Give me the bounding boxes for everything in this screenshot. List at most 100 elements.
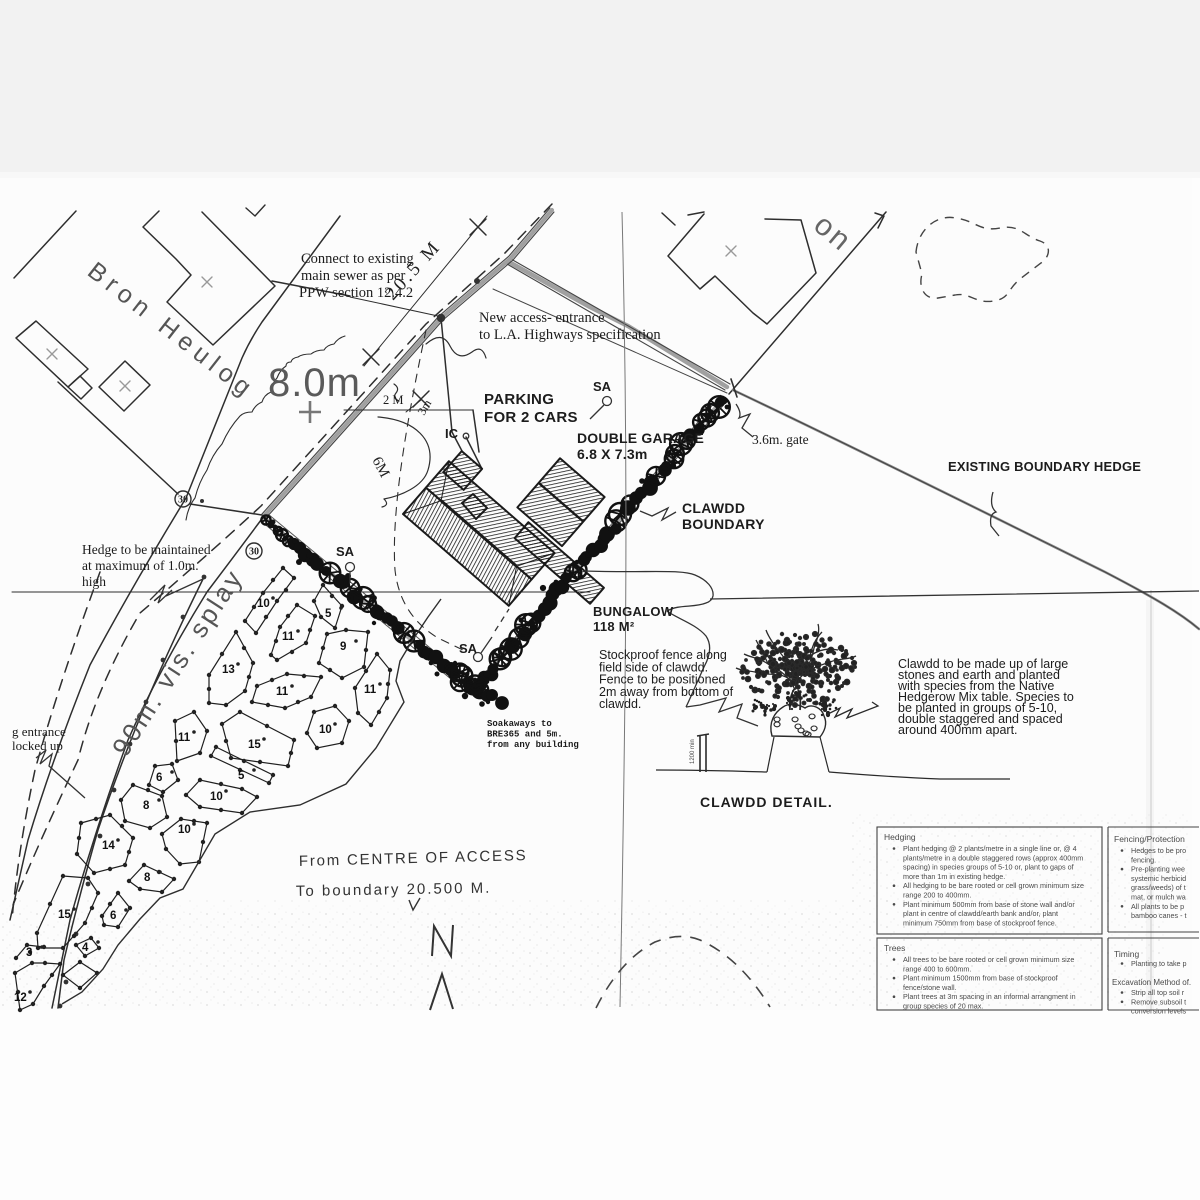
svg-text:BOUNDARY: BOUNDARY [682,516,765,532]
svg-text:4: 4 [82,942,89,954]
svg-text:group species of 20 max.: group species of 20 max. [903,1002,983,1011]
svg-text:field side of clawdd.: field side of clawdd. [599,660,708,674]
svg-text:locked up: locked up [12,738,63,753]
svg-text:fencing.: fencing. [1131,855,1156,864]
svg-text:Trees: Trees [884,943,905,953]
svg-text:mat, or mulch wa: mat, or mulch wa [1131,893,1186,902]
svg-text:high: high [82,574,106,589]
svg-text:Hedgerow Mix table. Species to: Hedgerow Mix table. Species to [898,690,1074,704]
svg-text:Fence to be positioned: Fence to be positioned [599,673,726,687]
svg-text:at maximum of 1.0m.: at maximum of 1.0m. [82,558,199,573]
svg-text:Remove subsoil t: Remove subsoil t [1131,997,1186,1006]
svg-text:6: 6 [156,772,162,784]
svg-text:to L.A. Highways specification: to L.A. Highways specification [479,327,661,343]
svg-text:3: 3 [26,947,32,959]
svg-text:g entrance: g entrance [12,724,66,739]
svg-text:Excavation Method of.: Excavation Method of. [1112,978,1191,987]
svg-text:1200 min: 1200 min [690,739,696,764]
svg-text:Plant minimum 500mm from base: Plant minimum 500mm from base of stone w… [903,900,1075,909]
svg-text:BUNGALOW: BUNGALOW [593,604,674,619]
svg-text:DOUBLE GARAGE: DOUBLE GARAGE [577,430,704,446]
svg-text:Soakaways to: Soakaways to [487,719,552,729]
svg-text:2 M: 2 M [383,393,404,407]
svg-text:SA: SA [336,544,355,559]
svg-text:Hedges to be pro: Hedges to be pro [1131,846,1186,855]
svg-text:be planted in groups of 5-10,: be planted in groups of 5-10, [898,701,1057,715]
svg-text:30: 30 [249,547,259,558]
svg-text:CLAWDD DETAIL.: CLAWDD DETAIL. [700,794,833,810]
svg-text:bamboo canes - t: bamboo canes - t [1131,911,1187,920]
svg-text:15: 15 [248,739,261,751]
svg-text:118 M²: 118 M² [593,619,635,634]
svg-text:To boundary 20.500 M.: To boundary 20.500 M. [296,880,492,900]
svg-text:Strip all top soil r: Strip all top soil r [1131,988,1185,997]
svg-text:PARKING: PARKING [484,391,554,408]
svg-text:8.0m: 8.0m [268,361,361,405]
svg-text:Connect to existing: Connect to existing [301,251,414,267]
svg-text:conversion levels: conversion levels [1131,1007,1187,1016]
svg-text:Pre-planting wee: Pre-planting wee [1131,865,1185,874]
svg-text:IC: IC [445,426,459,441]
svg-text:8: 8 [144,872,151,884]
svg-text:minimum 750mm from base of sto: minimum 750mm from base of stockproof fe… [903,918,1057,927]
svg-text:Planting to take p: Planting to take p [1131,959,1187,968]
svg-text:Plant minimum 1500mm from base: Plant minimum 1500mm from base of stockp… [903,974,1058,983]
svg-text:double staggered and spaced: double staggered and spaced [898,712,1063,726]
svg-text:Hedging: Hedging [884,832,916,842]
svg-text:11: 11 [282,631,295,643]
svg-text:15: 15 [58,909,71,921]
svg-text:11: 11 [276,686,289,698]
svg-text:10: 10 [210,791,223,803]
svg-text:10: 10 [178,824,191,836]
svg-text:range 200 to 400mm.: range 200 to 400mm. [903,891,971,900]
svg-text:SA: SA [593,379,612,394]
svg-text:3.6m. gate: 3.6m. gate [752,432,809,447]
svg-text:5: 5 [238,770,245,782]
svg-text:around 400mm apart.: around 400mm apart. [898,723,1018,737]
svg-text:fence/stone wall.: fence/stone wall. [903,983,957,992]
svg-text:11: 11 [364,684,377,696]
svg-text:CLAWDD: CLAWDD [682,500,745,516]
svg-text:SA: SA [459,641,478,656]
svg-text:New access- entrance: New access- entrance [479,310,605,326]
svg-text:grass/weeds) of t: grass/weeds) of t [1131,883,1186,892]
svg-text:3m: 3m [414,397,434,418]
svg-text:with species from the Native: with species from the Native [897,679,1054,693]
svg-text:11: 11 [178,732,191,744]
svg-text:EXISTING BOUNDARY HEDGE: EXISTING BOUNDARY HEDGE [948,459,1141,474]
svg-text:from any building: from any building [487,740,579,750]
svg-text:Clawdd to be made up of large: Clawdd to be made up of large [898,657,1068,671]
svg-text:13: 13 [222,664,235,676]
svg-text:stones and earth and planted: stones and earth and planted [898,668,1060,682]
svg-text:All plants to be p: All plants to be p [1131,902,1184,911]
svg-text:12: 12 [14,992,27,1004]
svg-text:Stockproof fence along: Stockproof fence along [599,648,727,662]
svg-text:range 400 to 600mm.: range 400 to 600mm. [903,964,971,973]
svg-text:main sewer as per: main sewer as per [301,268,405,284]
svg-text:2m away from bottom of: 2m away from bottom of [599,685,734,699]
svg-text:Fencing/Protection: Fencing/Protection [1114,834,1185,844]
svg-text:6.8 X 7.3m: 6.8 X 7.3m [577,446,648,462]
svg-text:5: 5 [325,608,332,620]
svg-text:9: 9 [340,641,346,653]
svg-text:10: 10 [319,724,332,736]
svg-text:clawdd.: clawdd. [599,697,641,711]
svg-text:14: 14 [102,840,115,852]
svg-text:All hedging to be bare rooted: All hedging to be bare rooted or cell gr… [903,881,1084,890]
svg-text:Plant hedging @ 2 plants/metre: Plant hedging @ 2 plants/metre in a sing… [903,844,1077,853]
svg-text:plant in centre of clawdd/eart: plant in centre of clawdd/earth bank and… [903,909,1058,918]
svg-text:Hedge to be maintained: Hedge to be maintained [82,542,211,557]
svg-text:30: 30 [178,495,188,506]
svg-text:FOR 2 CARS: FOR 2 CARS [484,409,578,426]
svg-text:more than 1m in existing hedge: more than 1m in existing hedge. [903,872,1005,881]
svg-text:Timing: Timing [1114,949,1139,959]
svg-text:BRE365 and 5m.: BRE365 and 5m. [487,730,563,740]
svg-text:PPW section 12.4.2: PPW section 12.4.2 [299,285,413,301]
svg-text:8: 8 [143,800,150,812]
svg-text:6: 6 [110,910,116,922]
svg-text:Plant trees at 3m spacing in a: Plant trees at 3m spacing in an informal… [903,992,1076,1001]
svg-text:All trees to be bare rooted or: All trees to be bare rooted or cell grow… [903,955,1074,964]
svg-text:From CENTRE OF ACCESS: From CENTRE OF ACCESS [299,847,528,870]
svg-text:spacing) in species groups of: spacing) in species groups of 5-10 or, p… [903,863,1074,872]
svg-text:plants/metre in a double stagg: plants/metre in a double staggered rows … [903,853,1083,862]
